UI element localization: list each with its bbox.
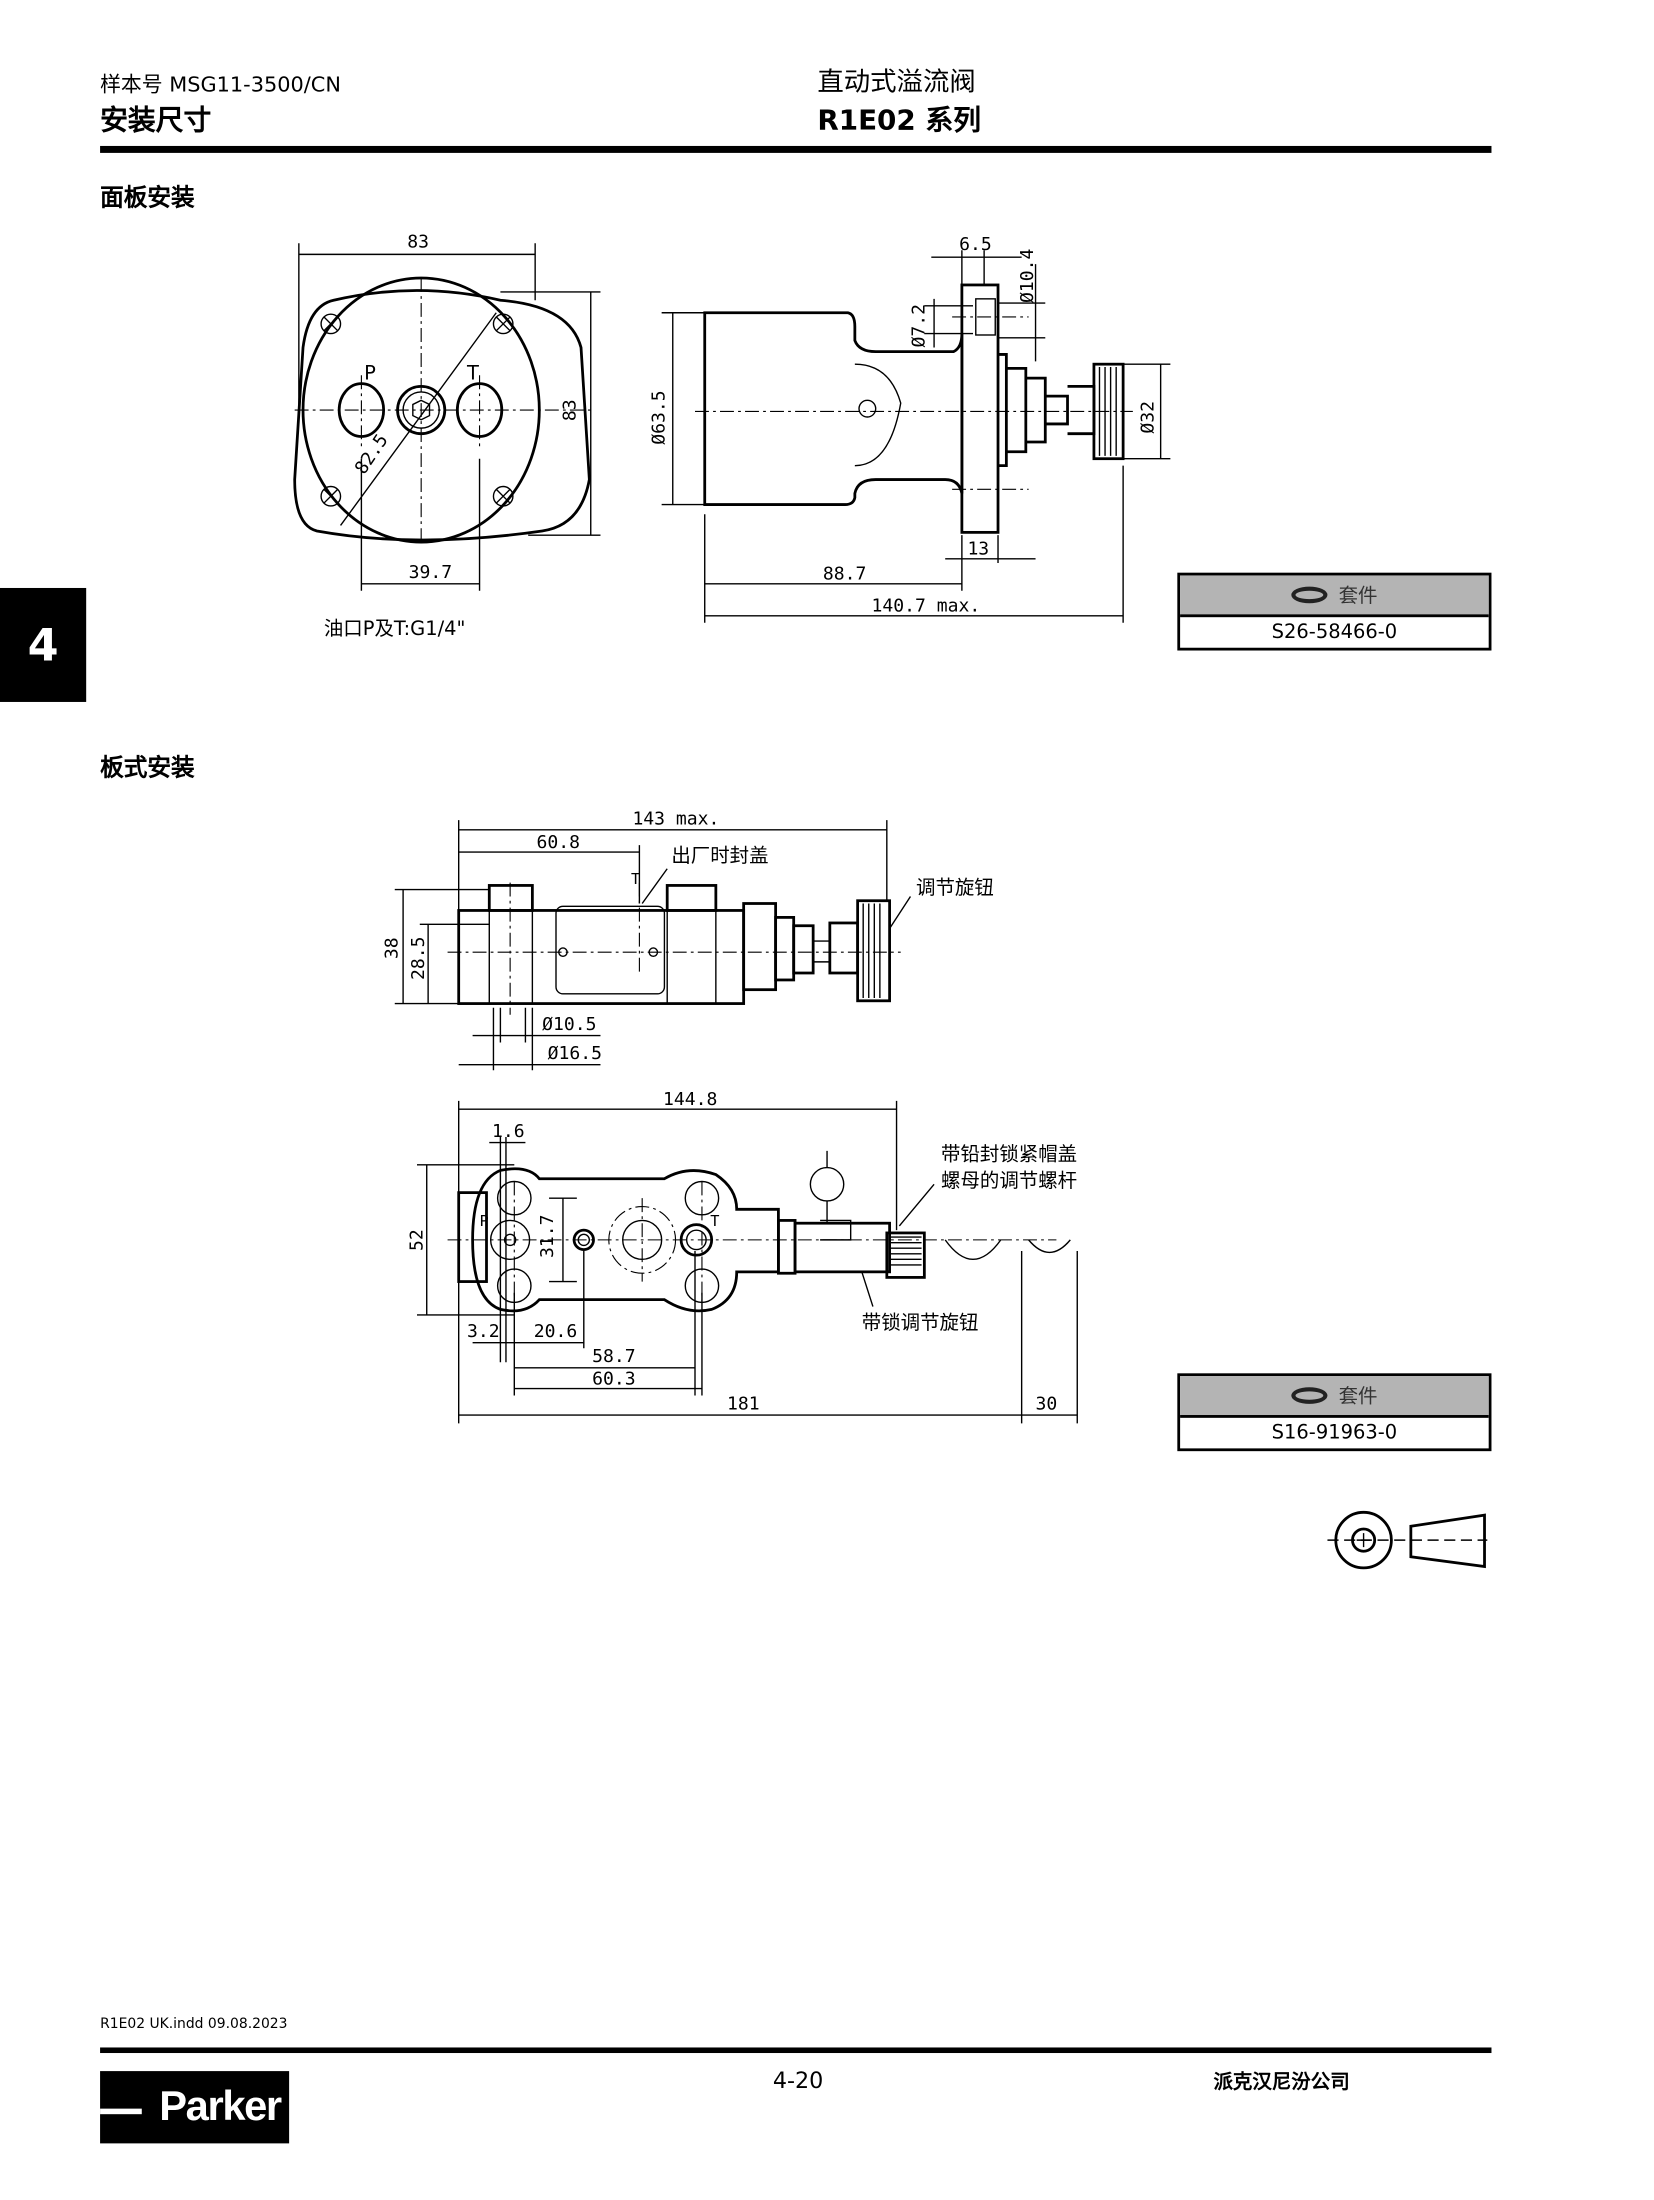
dim-dia-10-4: Ø10.4: [1017, 249, 1038, 303]
company-name: 派克汉尼汾公司: [1213, 2071, 1350, 2094]
port-label-p: P: [364, 361, 376, 384]
kit-label: 套件: [1338, 1385, 1378, 1409]
dim-20-6: 20.6: [534, 1321, 578, 1342]
dim-60-8: 60.8: [537, 832, 581, 853]
kit-label: 套件: [1338, 585, 1378, 608]
factory-cover-label: 出厂时封盖: [671, 844, 768, 867]
subplate-mounting-title: 板式安装: [100, 754, 195, 783]
dim-52: 52: [407, 1229, 428, 1251]
seal-kit-panel: 套件 S26-58466-0: [1177, 572, 1492, 651]
dim-30: 30: [1036, 1393, 1058, 1414]
footer-rule: [100, 2047, 1492, 2054]
dim-dia-7-2: Ø7.2: [908, 304, 929, 348]
panel-front-view: P T 83 83 39.7 82.5 油口P及T:G1/4": [293, 231, 601, 640]
kit-part-number: S16-91963-0: [1271, 1421, 1398, 1445]
dim-140-7-max: 140.7 max.: [872, 596, 981, 617]
dim-143-max: 143 max.: [632, 808, 719, 829]
dim-dia-63-5: Ø63.5: [648, 390, 669, 444]
kit-part-number: S26-58466-0: [1271, 621, 1398, 644]
o-ring-icon: [1291, 1387, 1328, 1404]
dim-28-5: 28.5: [408, 936, 429, 980]
adjust-knob-label: 调节旋钮: [916, 876, 994, 899]
port-label-t-bottom: T: [710, 1212, 719, 1230]
o-ring-icon: [1291, 586, 1328, 604]
port-label-p-bottom: P: [480, 1212, 489, 1230]
port-label-t: T: [466, 361, 479, 384]
dim-dia-16-5: Ø16.5: [548, 1043, 602, 1064]
dim-60-3: 60.3: [592, 1368, 636, 1389]
parker-logo: Parker: [100, 2071, 290, 2144]
dim-1-6: 1.6: [492, 1121, 525, 1142]
dim-dia-32: Ø32: [1138, 401, 1159, 434]
dim-bolt-circle: 82.5: [351, 430, 393, 478]
subplate-side-view: T 143 max. 60.8 38 28.5 Ø10.5 Ø16.5 出厂时封…: [382, 808, 994, 1071]
product-name: 直动式溢流阀: [817, 66, 976, 98]
dim-144-8: 144.8: [663, 1089, 717, 1110]
lead-seal-label-line1: 带铅封锁紧帽盖: [941, 1143, 1077, 1166]
dim-port-spacing: 39.7: [409, 562, 452, 583]
page-number: 4-20: [772, 2066, 824, 2094]
product-series: R1E02 系列: [817, 102, 982, 137]
dim-width-83: 83: [407, 231, 429, 252]
panel-mounting-title: 面板安装: [100, 184, 195, 213]
dim-13: 13: [967, 539, 989, 560]
bolt-hole-icons: [320, 313, 514, 507]
dim-31-7: 31.7: [537, 1214, 558, 1258]
chapter-tab: 4: [0, 587, 87, 702]
seal-kit-subplate: 套件 S16-91963-0: [1177, 1373, 1492, 1452]
panel-side-view: 6.5 Ø10.4 Ø7.2 Ø63.5 Ø32 13 88.7 140.7 m…: [648, 234, 1171, 623]
dim-38: 38: [382, 937, 403, 959]
page-section-title: 安装尺寸: [100, 102, 212, 137]
header-rule: [100, 145, 1492, 153]
dim-dia-10-5: Ø10.5: [542, 1014, 596, 1035]
dim-flange-6-5: 6.5: [959, 234, 992, 255]
dim-3-2: 3.2: [467, 1321, 500, 1342]
t-mark: T: [631, 870, 640, 888]
dim-88-7: 88.7: [823, 564, 867, 585]
dim-height-83: 83: [559, 399, 580, 421]
lead-seal-label-line2: 螺母的调节螺杆: [941, 1169, 1077, 1192]
port-thread-note: 油口P及T:G1/4": [324, 617, 466, 640]
subplate-bottom-view: P T 144.8 1.6 52 31.7 3.2 20.6 58.7 60.3…: [407, 1089, 1078, 1424]
lock-knob-label: 带锁调节旋钮: [862, 1311, 979, 1334]
catalog-number: 样本号 MSG11-3500/CN: [100, 72, 341, 98]
file-info: R1E02 UK.indd 09.08.2023: [100, 2016, 288, 2033]
dim-58-7: 58.7: [592, 1346, 636, 1367]
dim-181: 181: [727, 1393, 760, 1414]
first-angle-projection-icon: [1327, 1510, 1488, 1570]
